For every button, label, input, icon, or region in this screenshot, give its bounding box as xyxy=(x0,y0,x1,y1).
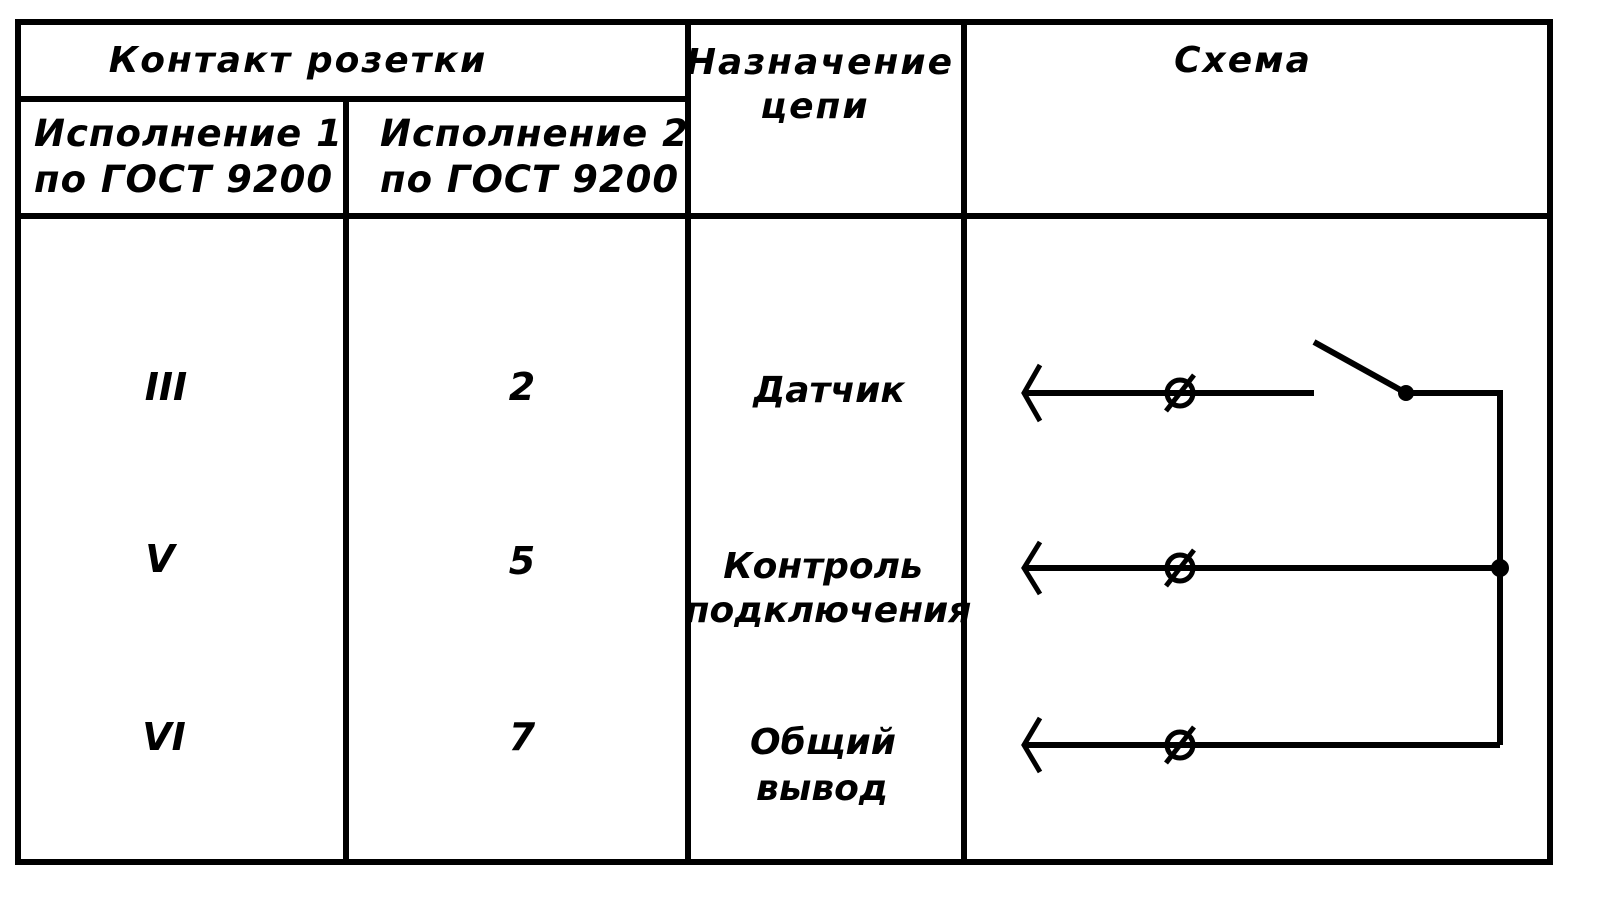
row3-purpose-line1: Общий xyxy=(750,722,896,763)
switch-icon xyxy=(1312,339,1408,396)
wire xyxy=(1406,390,1503,745)
row3-variant2: 7 xyxy=(509,715,536,759)
row3-purpose-line2: вывод xyxy=(756,768,888,809)
terminal-icon xyxy=(1164,373,1196,413)
header-variant2-line1: Исполнение 2 xyxy=(380,112,689,155)
table-row: III 2 Датчик xyxy=(145,365,907,411)
header-variant1-line1: Исполнение 1 xyxy=(34,112,343,155)
terminal-icon xyxy=(1164,725,1196,765)
row1-variant1: III xyxy=(145,365,187,409)
row2-purpose-line2: подключения xyxy=(685,590,972,631)
terminal-icon xyxy=(1164,548,1196,588)
row1-purpose-line1: Датчик xyxy=(752,370,906,411)
header-purpose-line1: Назначение xyxy=(686,42,954,83)
row1-variant2: 2 xyxy=(509,365,535,409)
row2-variant2: 5 xyxy=(509,539,535,583)
table-row: V 5 Контроль подключения xyxy=(145,537,971,631)
row2-variant1: V xyxy=(145,537,177,581)
scheme-line-common xyxy=(1021,716,1500,774)
row3-variant1: VI xyxy=(142,715,186,759)
scheme-line-sensor xyxy=(1021,339,1503,745)
table-grid xyxy=(15,19,1553,865)
junction-dot xyxy=(1491,559,1509,577)
header-variant2-line2: по ГОСТ 9200 xyxy=(380,158,679,201)
table-outer-border xyxy=(15,19,1553,865)
table-row: VI 7 Общий вывод xyxy=(142,715,896,809)
header-socket-contact: Контакт розетки xyxy=(109,40,487,81)
header-purpose-line2: цепи xyxy=(760,86,869,127)
header-scheme: Схема xyxy=(1174,40,1312,81)
row2-purpose-line1: Контроль xyxy=(723,546,923,587)
circuit-scheme xyxy=(1021,339,1509,774)
scheme-line-control xyxy=(1021,540,1509,596)
header-variant1-line2: по ГОСТ 9200 xyxy=(34,158,333,201)
